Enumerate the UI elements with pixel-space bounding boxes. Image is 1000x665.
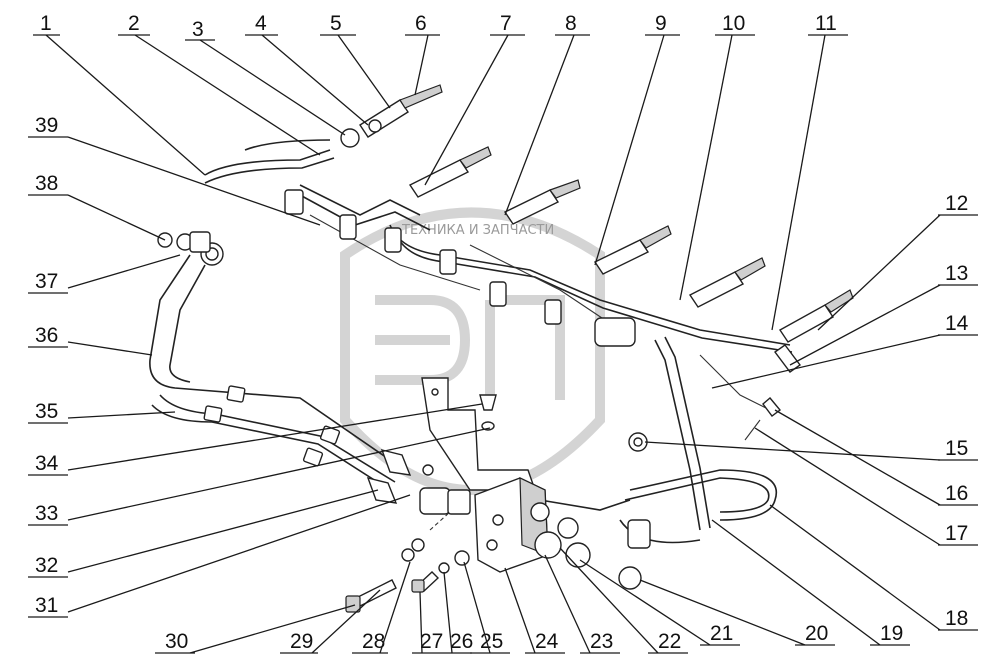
callout-4: 4 (245, 12, 369, 126)
callout-label-17: 17 (945, 522, 968, 545)
callout-1: 1 (33, 12, 206, 176)
callout-36: 36 (28, 324, 153, 356)
callout-label-25: 25 (480, 630, 503, 653)
callout-37: 37 (28, 254, 181, 294)
callout-26: 26 (442, 571, 473, 654)
callout-label-32: 32 (35, 554, 58, 577)
callout-label-12: 12 (945, 192, 968, 215)
callout-label-15: 15 (945, 437, 968, 460)
injector-7 (408, 146, 492, 198)
callout-29: 29 (280, 589, 381, 654)
callout-8: 8 (504, 12, 590, 216)
callout-label-18: 18 (945, 607, 968, 630)
callout-18: 18 (769, 504, 978, 631)
callout-12: 12 (817, 192, 978, 331)
callout-label-5: 5 (330, 12, 342, 35)
callout-20: 20 (639, 579, 835, 646)
callout-10: 10 (679, 12, 755, 301)
callout-5: 5 (320, 12, 391, 109)
callout-6: 6 (405, 12, 440, 96)
callout-label-26: 26 (450, 630, 473, 653)
callout-35: 35 (28, 400, 176, 424)
callout-label-3: 3 (192, 18, 204, 41)
callout-label-9: 9 (655, 12, 667, 35)
callout-9: 9 (594, 12, 680, 266)
callout-label-19: 19 (880, 622, 903, 645)
pipe-assembly (149, 84, 854, 613)
callout-label-20: 20 (805, 622, 828, 645)
callout-2: 2 (118, 12, 321, 156)
callout-19: 19 (711, 519, 910, 646)
callout-11: 11 (771, 12, 848, 331)
callout-label-29: 29 (290, 630, 313, 653)
callout-33: 33 (28, 427, 491, 526)
callout-label-36: 36 (35, 324, 58, 347)
callout-label-2: 2 (128, 12, 140, 35)
callout-30: 30 (155, 604, 356, 654)
callout-22: 22 (559, 547, 688, 654)
callout-label-4: 4 (255, 12, 267, 35)
callout-label-35: 35 (35, 400, 58, 423)
callout-label-27: 27 (420, 630, 443, 653)
callout-label-14: 14 (945, 312, 969, 335)
callout-25: 25 (463, 561, 510, 654)
callout-label-33: 33 (35, 502, 58, 525)
injector-6 (340, 84, 443, 148)
callout-13: 13 (789, 262, 978, 366)
injector-11 (778, 289, 854, 343)
callout-14: 14 (711, 312, 978, 389)
injector-9 (593, 225, 672, 275)
callout-32: 32 (28, 489, 379, 578)
callout-label-34: 34 (35, 452, 59, 475)
callout-23: 23 (544, 554, 620, 654)
callout-38: 38 (28, 172, 166, 241)
callout-label-22: 22 (658, 630, 681, 653)
callout-label-37: 37 (35, 270, 58, 293)
callout-label-11: 11 (815, 12, 837, 35)
callout-label-38: 38 (35, 172, 58, 195)
callout-label-39: 39 (35, 114, 58, 137)
callout-3: 3 (185, 18, 346, 136)
callout-label-31: 31 (35, 594, 58, 617)
callout-21: 21 (579, 559, 740, 646)
callout-24: 24 (504, 567, 565, 654)
callout-34: 34 (28, 403, 483, 476)
callout-label-1: 1 (40, 12, 52, 35)
callout-label-8: 8 (565, 12, 577, 35)
callout-label-23: 23 (590, 630, 613, 653)
callout-label-16: 16 (945, 482, 968, 505)
callout-label-6: 6 (415, 12, 427, 35)
injector-10 (688, 257, 766, 308)
injector-8 (503, 179, 581, 225)
callout-label-30: 30 (165, 630, 188, 653)
callout-label-21: 21 (710, 622, 733, 645)
callout-label-28: 28 (362, 630, 385, 653)
callout-label-24: 24 (535, 630, 559, 653)
callout-label-10: 10 (722, 12, 745, 35)
callout-31: 31 (28, 494, 411, 618)
callout-17: 17 (754, 427, 978, 546)
callout-27: 27 (412, 591, 443, 654)
callout-label-7: 7 (500, 12, 512, 35)
callout-7: 7 (424, 12, 525, 186)
watermark-tagline: ТЕХНИКА И ЗАПЧАСТИ (401, 223, 554, 238)
callout-16: 16 (774, 409, 978, 506)
callout-label-13: 13 (945, 262, 968, 285)
callout-39: 39 (28, 114, 321, 226)
callout-group: 1 2 3 4 5 6 7 (28, 12, 978, 654)
callout-28: 28 (352, 561, 411, 654)
